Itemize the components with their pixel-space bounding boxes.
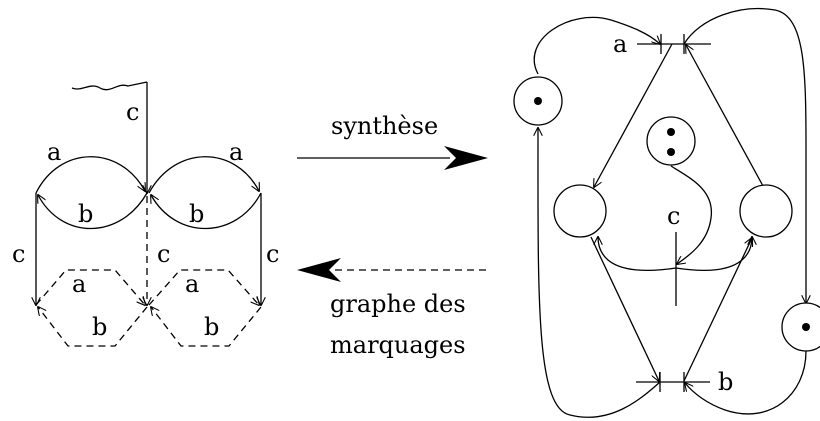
label-b-right: b — [189, 200, 204, 228]
edge-b-lower-left — [38, 307, 148, 347]
edge-a-lower-right — [148, 269, 259, 305]
marking-graph-label-line2: marquages — [330, 331, 466, 359]
transition-a-label: a — [613, 30, 627, 58]
transition-b-label: b — [718, 368, 733, 396]
place-center-top — [646, 116, 696, 166]
label-a-left: a — [47, 138, 61, 166]
label-b-lower-right: b — [204, 313, 219, 341]
label-c-right: c — [266, 240, 279, 268]
arc-b-to-left-top — [538, 128, 661, 418]
marking-graph-arrowhead — [297, 258, 341, 282]
arc-left-top-to-a — [533, 16, 660, 75]
place-right-low — [781, 302, 820, 352]
marking-graph-arrow-group: graphe des marquages — [297, 258, 487, 359]
edge-a-right — [148, 156, 259, 194]
synthesis-label: synthèse — [331, 112, 438, 140]
arc-a-to-right-low — [683, 8, 806, 303]
marking-graph-label-line1: graphe des — [330, 290, 466, 318]
synthesis-arrowhead — [444, 146, 488, 170]
label-a-right: a — [229, 138, 243, 166]
label-a-lower-left: a — [72, 270, 86, 298]
arc-right-low-to-b — [685, 350, 807, 415]
token — [534, 97, 542, 105]
synthesis-arrow-group: synthèse — [297, 112, 488, 170]
place-right-mid — [739, 184, 793, 238]
place-left-mid — [553, 184, 607, 238]
place-left-top — [513, 76, 563, 126]
label-c-left: c — [12, 240, 25, 268]
arc-c-to-left-mid — [598, 237, 677, 272]
token — [667, 128, 675, 136]
label-c-initial: c — [126, 98, 139, 126]
edge-a-left — [35, 156, 145, 194]
label-c-mid: c — [157, 240, 170, 268]
edge-b-right — [151, 192, 262, 230]
edge-b-left — [38, 192, 148, 230]
petri-net: a b c — [513, 8, 820, 418]
label-b-left: b — [78, 200, 93, 228]
transition-c-label: c — [667, 202, 680, 230]
marking-graph: c a a b b c c c a a b b — [12, 81, 279, 347]
label-b-lower-left: b — [92, 313, 107, 341]
arc-c-to-right-mid — [675, 237, 752, 272]
label-a-lower-right: a — [185, 270, 199, 298]
initial-state-pointer — [71, 81, 148, 91]
arc-a-to-left-mid — [594, 43, 673, 187]
edge-a-lower-left — [35, 269, 145, 305]
token — [802, 323, 810, 331]
arc-right-mid-to-a — [686, 45, 764, 187]
token — [667, 148, 675, 156]
edge-b-lower-right — [151, 307, 262, 347]
arc-center-top-to-c — [670, 165, 712, 264]
arc-left-mid-to-b — [590, 236, 659, 381]
